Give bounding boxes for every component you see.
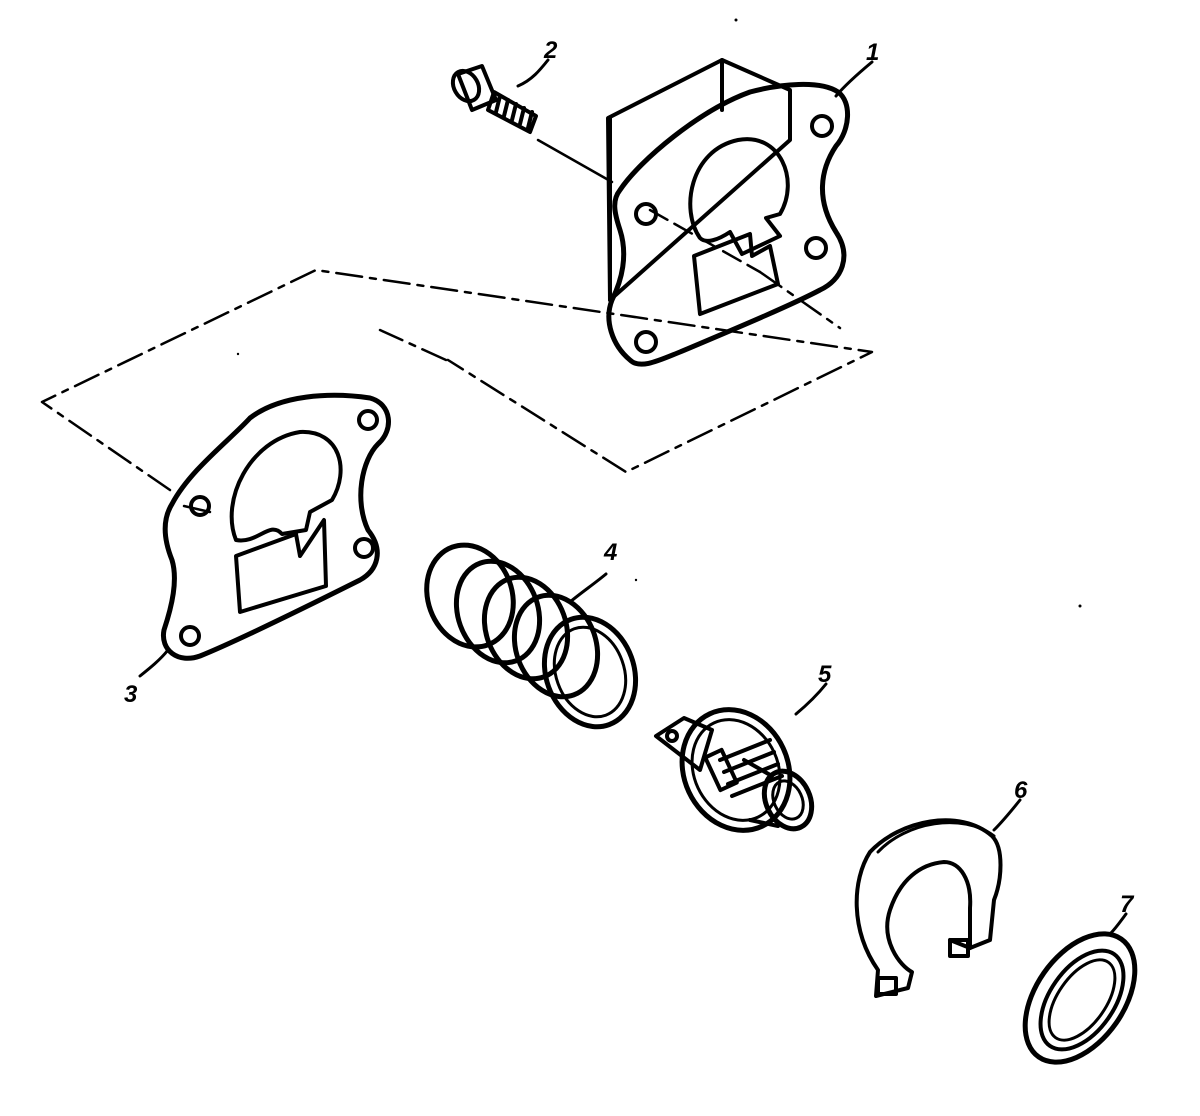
callout-5: 5: [818, 661, 832, 688]
callout-2: 2: [543, 37, 558, 64]
gasket: [160, 392, 391, 661]
callout-7: 7: [1120, 891, 1135, 918]
scan-specks: [236, 18, 1082, 608]
seal-ring: [1022, 931, 1138, 1065]
callout-3: 3: [124, 681, 138, 708]
thermostat-housing: [606, 58, 851, 367]
bolt: [450, 64, 538, 134]
callout-4: 4: [603, 539, 617, 566]
spring: [424, 542, 639, 730]
alignment-guide: [40, 138, 874, 514]
callout-leaders: [138, 58, 1128, 936]
callout-1: 1: [866, 39, 879, 66]
thermostat: [654, 707, 815, 833]
retainer-clip: [854, 818, 1003, 998]
callout-labels: 1 2 3 4 5 6 7: [124, 37, 1135, 918]
callout-6: 6: [1014, 777, 1028, 804]
